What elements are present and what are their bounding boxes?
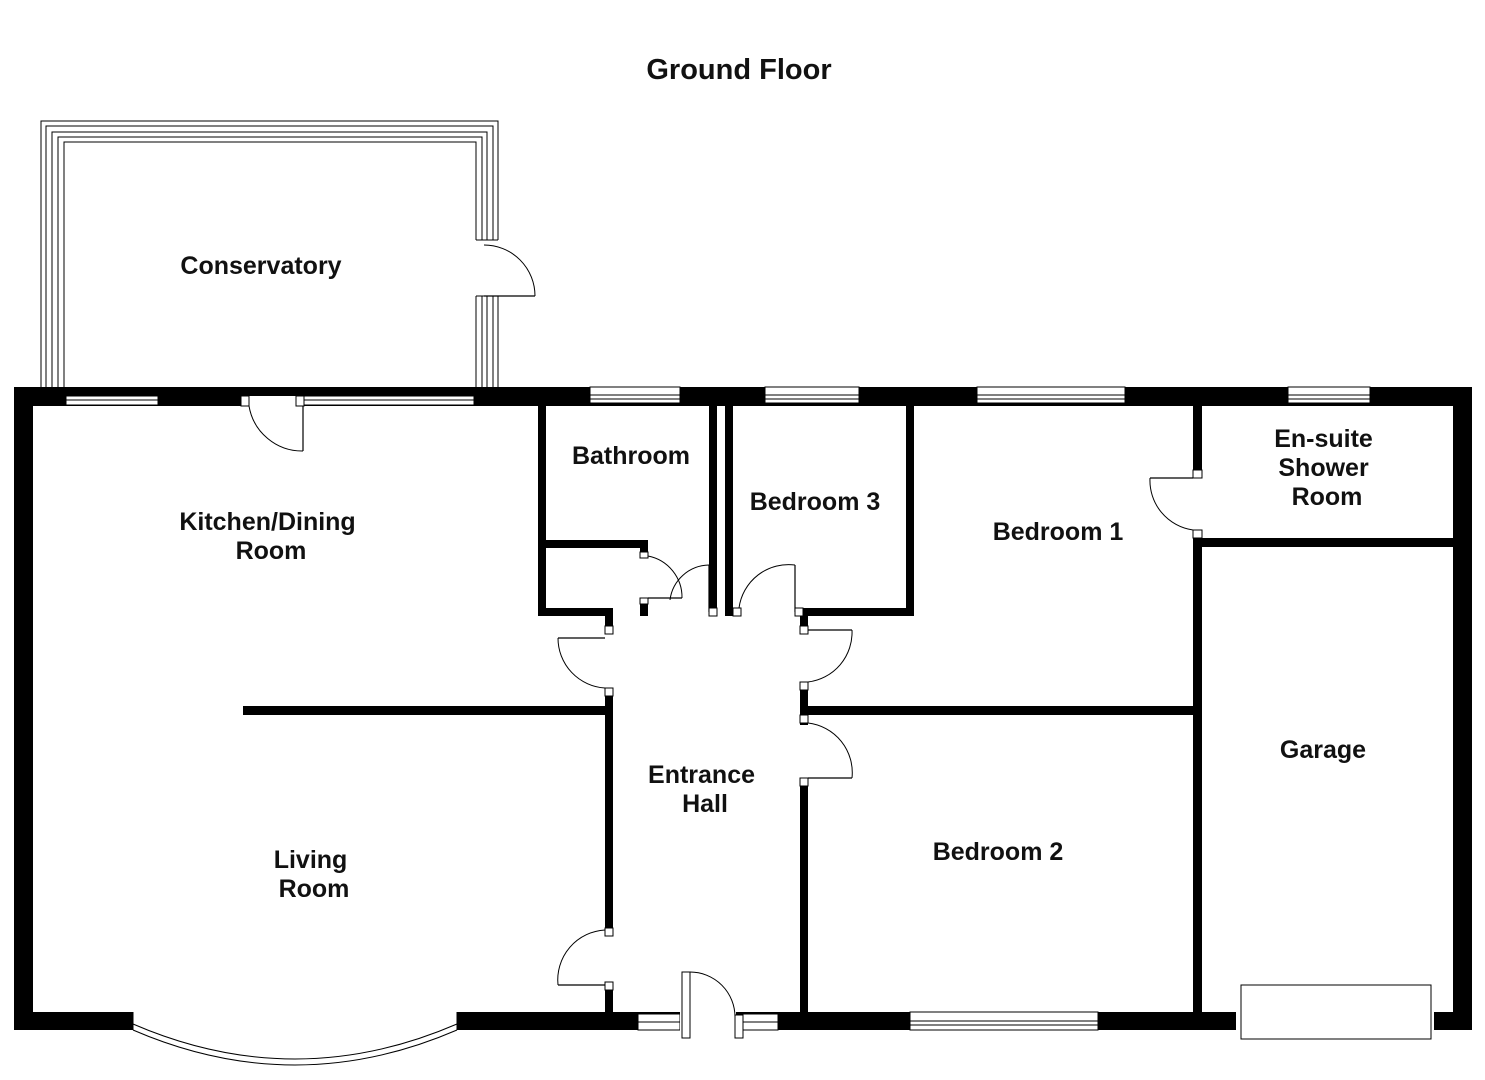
door-kitchen-hall <box>557 625 614 697</box>
door-bedroom-3 <box>732 564 804 617</box>
room-labels: Conservatory Kitchen/Dining Room Bathroo… <box>179 252 1380 903</box>
window-kitchen-right <box>301 395 475 406</box>
door-bathroom <box>669 564 718 617</box>
conservatory-frame <box>40 120 499 388</box>
label-ensuite: En-suite Shower Room <box>1274 425 1380 511</box>
interior-walls <box>243 404 1463 1016</box>
window-kitchen-left <box>65 395 159 406</box>
label-bedroom-2: Bedroom 2 <box>933 838 1064 866</box>
doors <box>240 395 1203 991</box>
front-door <box>680 971 744 1040</box>
window-bathroom <box>589 386 681 404</box>
door-bedroom-2-hall <box>799 714 853 787</box>
door-bedroom-1-hall <box>799 625 853 691</box>
living-room-bay-window <box>132 1010 458 1066</box>
label-garage: Garage <box>1280 736 1366 764</box>
label-bedroom-3: Bedroom 3 <box>750 488 881 516</box>
window-bedroom-2 <box>909 1011 1099 1031</box>
floor-title: Ground Floor <box>646 54 831 86</box>
window-bedroom-1 <box>976 386 1126 404</box>
outer-walls <box>14 387 1472 1030</box>
door-kitchen-conservatory <box>240 395 305 452</box>
door-cupboard <box>639 551 683 605</box>
label-entrance-hall: Entrance Hall <box>648 761 762 818</box>
window-hall-left <box>637 1013 681 1031</box>
label-kitchen-dining: Kitchen/Dining Room <box>179 508 362 565</box>
garage-door <box>1236 984 1434 1040</box>
label-living-room: Living Room <box>274 846 355 903</box>
window-bedroom-3 <box>764 386 860 404</box>
conservatory-door <box>483 244 536 297</box>
door-ensuite <box>1149 469 1203 539</box>
label-bathroom: Bathroom <box>572 442 690 470</box>
door-living-hall <box>557 927 614 991</box>
label-conservatory: Conservatory <box>180 252 341 280</box>
label-bedroom-1: Bedroom 1 <box>993 518 1124 546</box>
window-ensuite <box>1287 386 1371 404</box>
